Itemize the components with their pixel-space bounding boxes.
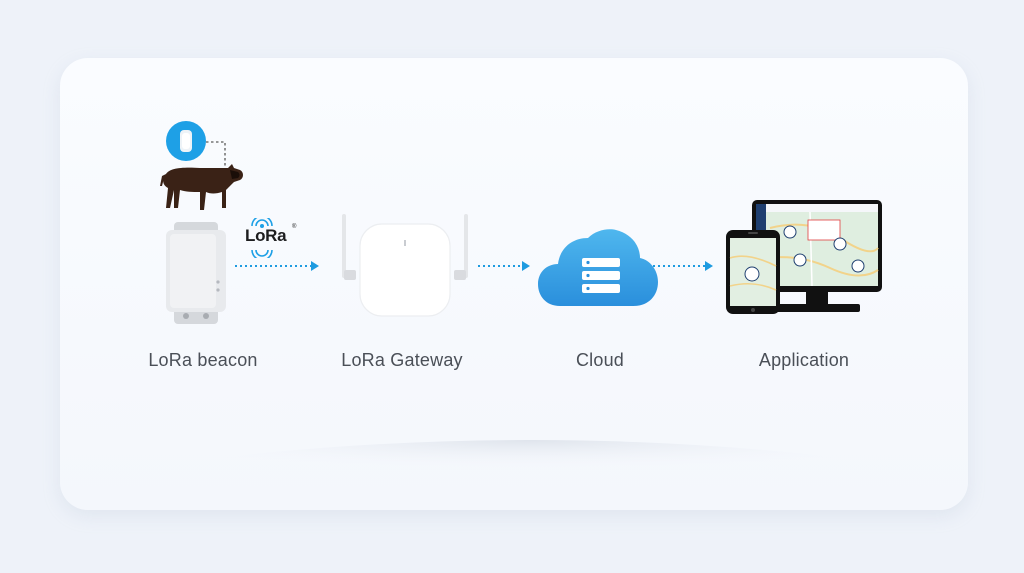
phone-icon (726, 230, 780, 314)
cloud-label: Cloud (575, 350, 625, 370)
arrow-beacon-to-gateway (235, 261, 319, 271)
application-label: Application (758, 350, 850, 370)
beacon-device-icon (166, 222, 226, 324)
cloud-server-icon (538, 229, 658, 306)
lora-signal-icon (251, 218, 273, 258)
gateway-device-icon (342, 214, 468, 317)
arrow-cloud-to-application (653, 261, 713, 271)
arrow-gateway-to-cloud (478, 261, 530, 271)
tag-icon (166, 121, 206, 161)
lora-badge-text: LoRa (245, 226, 287, 245)
gateway-label: LoRa Gateway (341, 350, 463, 370)
tag-connector (206, 141, 226, 170)
beacon-label: LoRa beacon (148, 350, 258, 370)
cow-icon (160, 164, 243, 210)
lora-registered-mark: ® (292, 224, 297, 230)
base-shadow (200, 440, 860, 488)
